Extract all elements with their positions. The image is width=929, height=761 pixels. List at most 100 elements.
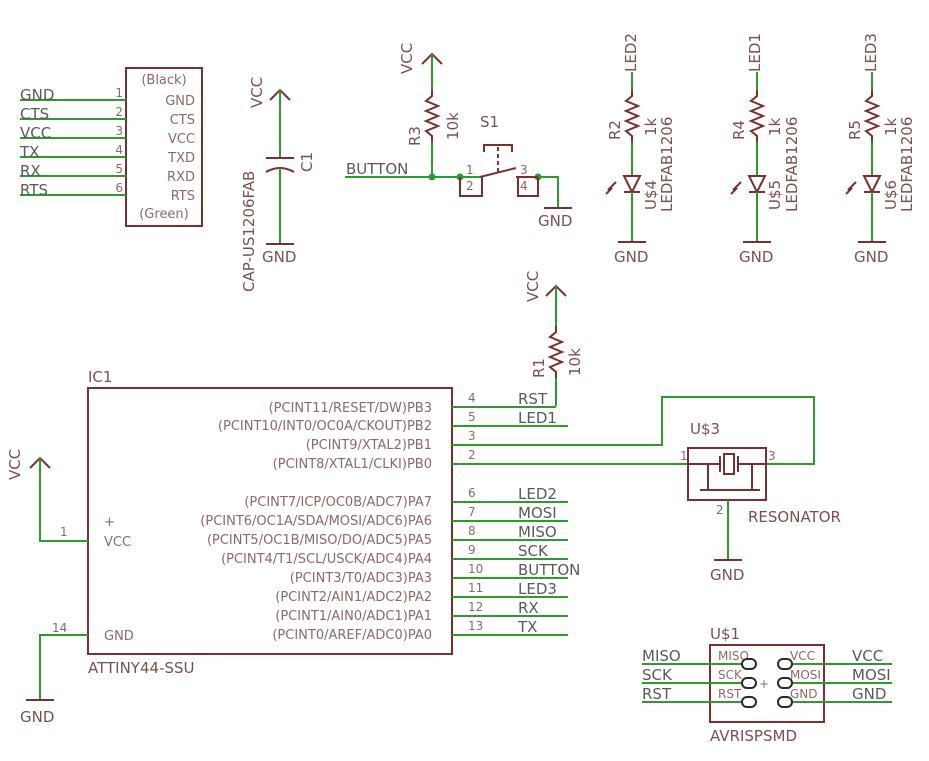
isp-pad-icon	[777, 677, 793, 689]
ftdi-pin-number: 5	[115, 162, 123, 176]
resonator-name: U$3	[690, 420, 720, 438]
ic-name: IC1	[88, 368, 112, 386]
r1-value: 10k	[566, 348, 584, 376]
light-emission-icon	[605, 181, 617, 195]
led-resistor-name: R4	[730, 120, 748, 140]
ic-pin-number: 2	[468, 448, 476, 462]
resonator-caps-icon	[700, 464, 760, 491]
ftdi-pin-number: 4	[115, 143, 123, 157]
s1-ground-label: GND	[538, 212, 572, 230]
r3-supply-label: VCC	[398, 43, 416, 74]
ftdi-pin-name: CTS	[170, 113, 195, 128]
ftdi-pin-name: RXD	[167, 170, 195, 185]
switch-pin-number: 4	[520, 179, 528, 193]
ftdi-net-cts: CTS	[20, 105, 49, 123]
led-circuit-led3: LED3 R5 1k GND U$6 LEDFAB1206	[845, 33, 916, 266]
switch-pin	[517, 177, 539, 197]
isp-pin-name: MISO	[718, 649, 749, 663]
ic-pin-name: (PCINT2/AIN1/ADC2)PA2	[275, 590, 432, 605]
ftdi-pin-name: VCC	[168, 132, 195, 147]
isp-net-label: RST	[642, 685, 672, 703]
ic-pin-number: 3	[468, 429, 476, 443]
isp-header-u1: U$1 AVRISPSMD MISO SCK RST VCC MOSI GND …	[642, 625, 892, 745]
resistor-r1	[547, 326, 565, 378]
ic-pin-name: (PCINT8/XTAL1/CLKI)PB0	[273, 457, 432, 472]
led-ground-label: GND	[739, 248, 773, 266]
switch-button-icon	[483, 144, 513, 152]
ftdi-header-body	[125, 67, 203, 227]
crystal-icon	[688, 453, 766, 475]
isp-pin-name: GND	[790, 687, 818, 701]
led-circuit-led1: LED1 R4 1k GND U$5 LEDFAB1206	[730, 33, 801, 266]
r3-name: R3	[406, 126, 424, 146]
switch-lever	[479, 167, 517, 178]
s1-name: S1	[480, 113, 499, 131]
ic-pin-name: (PCINT10/INT0/OC0A/CKOUT)PB2	[218, 419, 432, 434]
ftdi-pin-number: 3	[115, 124, 123, 138]
isp-pin-name: MOSI	[790, 668, 821, 682]
ftdi-top-label: (Black)	[141, 73, 186, 88]
ftdi-pin-number: 6	[115, 181, 123, 195]
isp-net-label: MISO	[642, 647, 681, 665]
led-icon	[747, 175, 767, 195]
led-resistor-value: 1k	[642, 117, 660, 136]
ic-pin-name: (PCINT6/OC1A/SDA/MOSI/ADC6)PA6	[200, 514, 432, 529]
ic-net-label: RST	[518, 390, 548, 408]
resistor-r5	[863, 90, 881, 142]
ic-plus-mark: +	[104, 515, 115, 530]
isp-pin-name: RST	[718, 687, 742, 701]
led-circuit-led2: LED2 R2 1k GND U$4 LEDFAB1206	[605, 33, 676, 266]
ic-pin-number: 13	[468, 619, 483, 633]
ic-net-label: SCK	[518, 542, 549, 560]
led-designator: U$6	[882, 180, 900, 210]
led-resistor-value: 1k	[882, 117, 900, 136]
led-net-label: LED2	[622, 33, 640, 72]
isp-pad-icon	[741, 696, 757, 708]
led-net-label: LED1	[746, 33, 764, 72]
resonator-u3: U$3 RESONATOR 1 2 3 GND	[452, 396, 841, 584]
capacitor-c1: VCC GND C1 CAP-US1206FAB	[240, 77, 316, 292]
led-ground-label: GND	[614, 248, 648, 266]
led-resistor-name: R2	[606, 120, 624, 140]
led-icon	[862, 175, 882, 195]
ic-pin-number: 7	[468, 505, 476, 519]
ftdi-header: (Black) (Green) GND CTS VCC TX RX RTS 1 …	[19, 67, 203, 227]
ftdi-net-rts: RTS	[20, 181, 48, 199]
c1-value: CAP-US1206FAB	[240, 171, 258, 292]
ic-pin-number: 10	[468, 562, 483, 576]
ic-net-label: MISO	[518, 523, 557, 541]
r3-value: 10k	[444, 112, 462, 140]
led-package: LEDFAB1206	[658, 117, 676, 212]
ftdi-net-tx: TX	[19, 143, 39, 161]
isp-net-label: MOSI	[852, 666, 891, 684]
ftdi-pin-number: 2	[115, 105, 123, 119]
resistor-r2	[623, 90, 641, 142]
resistor-r4	[748, 90, 766, 142]
resistor-r3	[423, 90, 441, 142]
led-designator: U$5	[766, 180, 784, 210]
resonator-pin-number: 1	[680, 449, 688, 463]
isp-pad-icon	[777, 658, 793, 670]
ic-net-label: MOSI	[518, 504, 557, 522]
ic-vcc-pin-number: 1	[60, 525, 68, 539]
isp-net-label: SCK	[642, 666, 673, 684]
resonator-pin-number: 3	[768, 449, 776, 463]
isp-center-mark: +	[759, 677, 769, 691]
light-emission-icon	[730, 181, 742, 195]
ftdi-bottom-label: (Green)	[139, 207, 189, 222]
ic-pin-number: 4	[468, 391, 476, 405]
ic-net-label: LED2	[518, 485, 557, 503]
isp-pad-icon	[741, 677, 757, 689]
led-resistor-name: R5	[846, 120, 864, 140]
switch-pin	[459, 177, 483, 197]
ic-pin-name: (PCINT3/T0/ADC3)PA3	[290, 571, 432, 586]
ic-net-label: LED3	[518, 580, 557, 598]
ic-gnd-pin-number: 14	[52, 621, 67, 635]
ftdi-pin-number: 1	[115, 86, 123, 100]
switch-pin-number: 3	[520, 163, 528, 177]
ic-net-label: TX	[517, 618, 537, 636]
r1-supply-label: VCC	[524, 271, 542, 302]
led-icon	[622, 175, 642, 195]
led-designator: U$4	[642, 180, 660, 210]
ftdi-net-vcc: VCC	[20, 124, 51, 142]
